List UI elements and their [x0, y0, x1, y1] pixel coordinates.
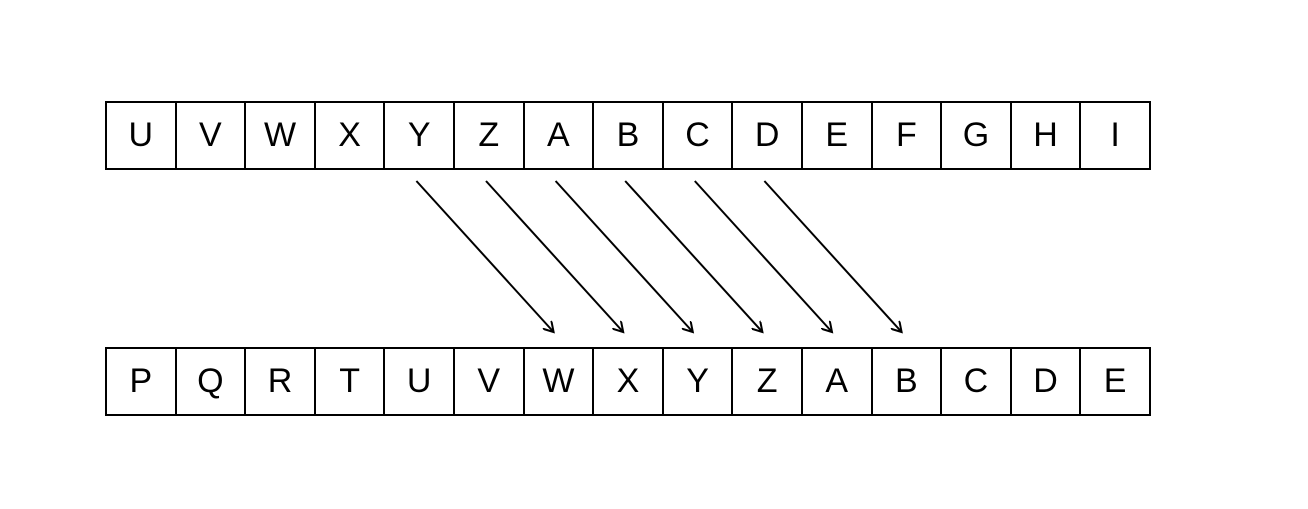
top-row-cell: G — [942, 103, 1012, 168]
bottom-row-cell: T — [316, 349, 386, 414]
bottom-row-cell: B — [873, 349, 943, 414]
bottom-row-cell: E — [1081, 349, 1151, 414]
shift-arrow — [763, 180, 901, 332]
bottom-row-cell: Q — [177, 349, 247, 414]
top-row-cell: Y — [385, 103, 455, 168]
shift-arrow — [485, 180, 623, 332]
top-row-cell: W — [246, 103, 316, 168]
shift-arrow — [624, 180, 762, 332]
shift-arrow — [554, 180, 693, 332]
bottom-row-cell: W — [525, 349, 595, 414]
top-row-cell: H — [1012, 103, 1082, 168]
top-row-cell: D — [733, 103, 803, 168]
shift-arrow — [694, 180, 832, 332]
bottom-row-cell: V — [455, 349, 525, 414]
bottom-row-cell: A — [803, 349, 873, 414]
bottom-row-cell: R — [246, 349, 316, 414]
top-row-cell: U — [107, 103, 177, 168]
bottom-row-cell: U — [385, 349, 455, 414]
top-row-cell: V — [177, 103, 247, 168]
top-row-cell: Z — [455, 103, 525, 168]
top-row-cell: C — [664, 103, 734, 168]
top-row-cell: A — [525, 103, 595, 168]
bottom-row-cell: Y — [664, 349, 734, 414]
top-row-cell: I — [1081, 103, 1151, 168]
bottom-row-cell: Z — [733, 349, 803, 414]
bottom-row-cell: D — [1012, 349, 1082, 414]
shift-arrow — [415, 180, 553, 332]
top-row-cell: E — [803, 103, 873, 168]
top-row-cell: F — [873, 103, 943, 168]
bottom-row-cell: P — [107, 349, 177, 414]
top-row-cell: B — [594, 103, 664, 168]
bottom-row-cell: C — [942, 349, 1012, 414]
top-row-cell: X — [316, 103, 386, 168]
bottom-row-cell: X — [594, 349, 664, 414]
